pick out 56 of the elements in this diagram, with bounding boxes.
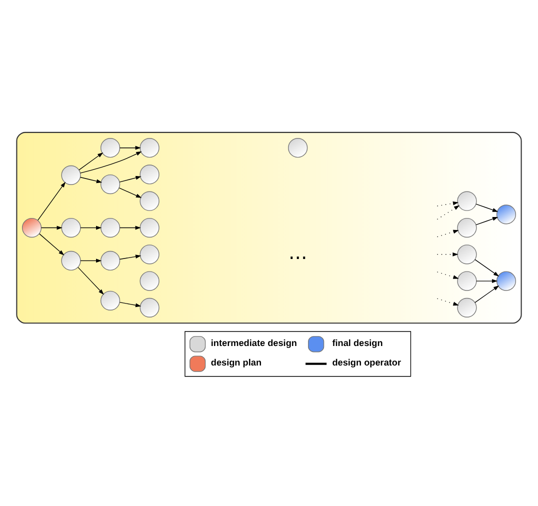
node-circle [457,298,477,318]
node-circle [457,244,477,264]
arrow [436,230,459,238]
arrow [119,146,141,150]
node-circle [457,191,477,211]
node-circle [61,165,81,185]
arrow [476,217,498,226]
node-circle [61,218,81,238]
arrow [476,204,498,212]
arrow [476,279,498,283]
node-circle [140,191,160,211]
arrow [119,254,142,260]
arrow [436,272,459,279]
legend-label: design plan [210,357,262,368]
arrow [474,286,500,303]
arrow [119,302,142,308]
node-circle [496,204,516,224]
arrow [40,226,62,230]
arrow [436,205,460,220]
arrow [436,201,460,210]
cluster [16,132,522,324]
arrow [474,259,500,277]
arrow [80,226,102,230]
node-circle [496,271,516,291]
arrow [118,188,142,198]
arrow [80,176,102,184]
node-circle [457,218,477,238]
node-circle [140,298,160,318]
node-circle [100,290,120,310]
arrow [39,233,64,256]
node-circle [100,250,120,271]
node-circle [140,138,160,158]
label: ... [288,241,308,264]
arrow [38,182,66,221]
arrow [78,152,104,170]
arrow [436,252,458,256]
legend-label: intermediate design [210,338,297,348]
node-circle [61,250,81,271]
node-circle [22,218,42,238]
node-circle [100,138,120,158]
node-circle [100,218,120,238]
node-circle [140,164,160,184]
arrow [80,151,142,174]
legend-label: design operator [332,357,402,368]
arrow [119,226,141,230]
arrow [78,266,104,295]
arrow [119,176,142,182]
arrow [436,298,459,306]
arrow [80,258,102,263]
node-circle [288,138,308,158]
legend-label: final design [332,338,383,348]
node-circle [140,271,160,291]
node-circle [140,244,160,264]
node-circle [100,174,120,194]
node-circle [140,218,160,238]
node-circle [457,271,477,291]
